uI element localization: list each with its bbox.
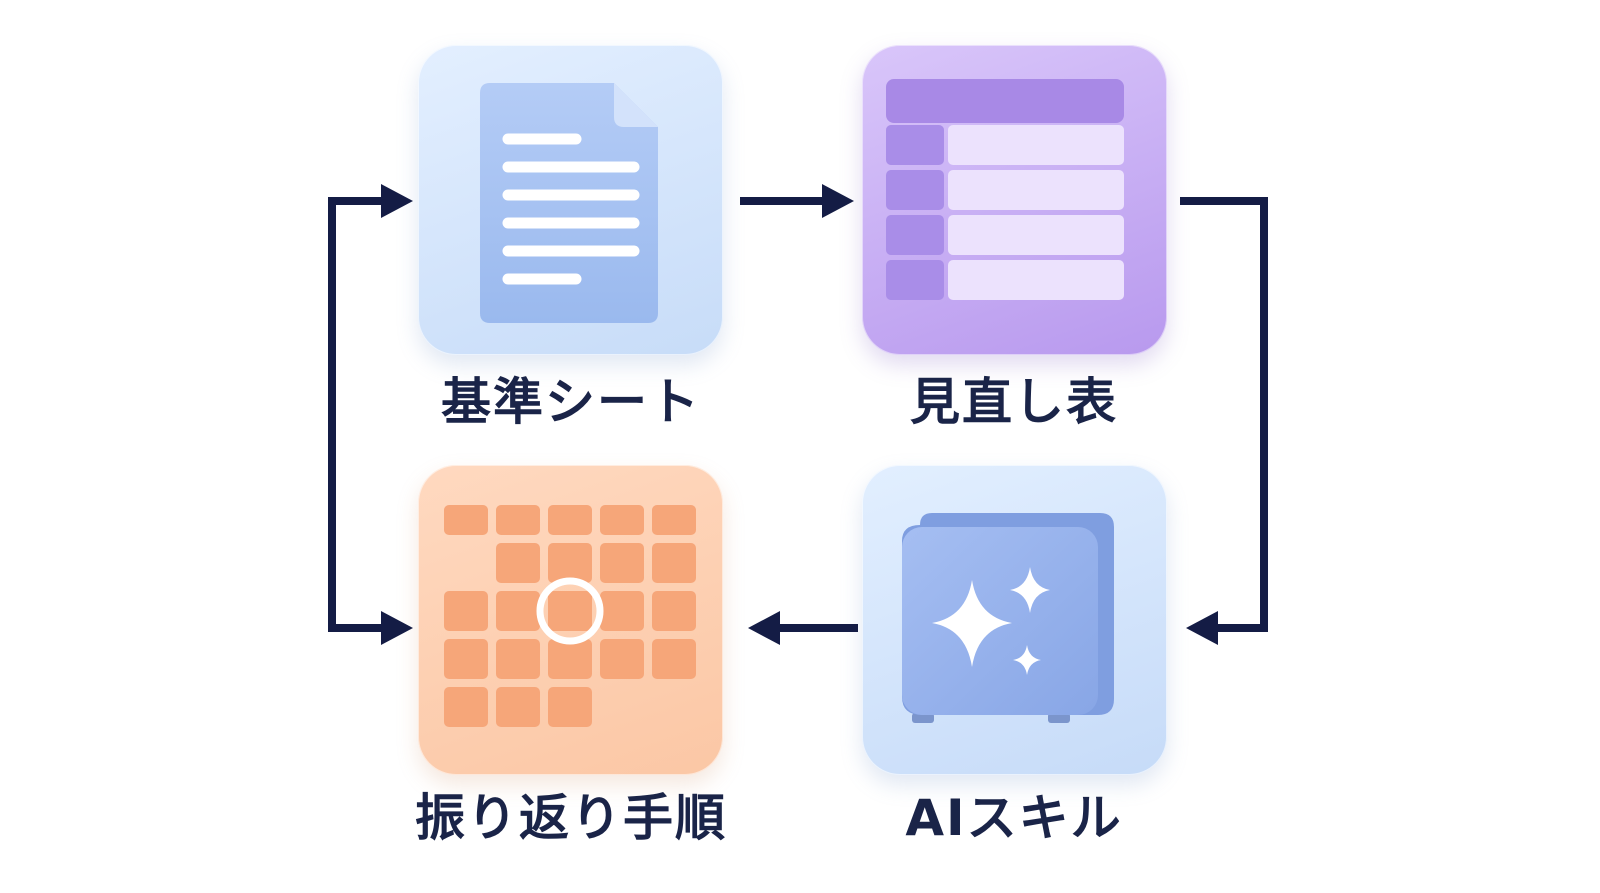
review-table-label: 見直し表 — [910, 373, 1118, 431]
retro-procedure-tile — [418, 465, 723, 775]
retro-procedure-label: 振り返り手順 — [415, 789, 727, 847]
arrow-retro-to-criteria — [328, 197, 385, 632]
criteria-sheet-tile — [418, 45, 723, 355]
table-icon — [886, 79, 1124, 300]
arrow-review-to-ai — [1180, 197, 1268, 632]
review-table-tile — [862, 45, 1167, 355]
ai-skill-label: AIスキル — [905, 789, 1123, 847]
highlight-circle — [536, 577, 604, 645]
arrowhead-right-left-bottom — [381, 611, 413, 645]
arrowhead-left-bottom — [748, 611, 780, 645]
criteria-sheet-label: 基準シート — [441, 373, 701, 431]
arrowhead-left-right-side — [1186, 611, 1218, 645]
arrowhead-right-top — [822, 184, 854, 218]
document-icon — [480, 83, 658, 323]
calendar-grid-icon — [444, 505, 696, 727]
arrowhead-right-left-top — [381, 184, 413, 218]
ai-skill-tile — [862, 465, 1167, 775]
sparkle-cube-icon — [902, 513, 1114, 723]
